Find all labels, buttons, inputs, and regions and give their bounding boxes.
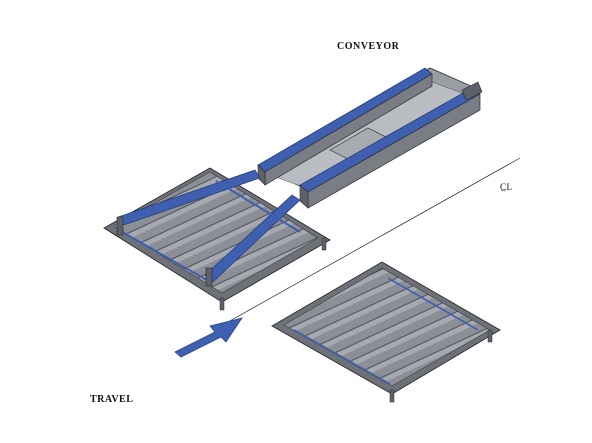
conveyor-label: CONVEYOR: [337, 41, 400, 52]
centerline: [227, 157, 521, 323]
grate-panel-left: [103, 167, 331, 311]
travel-arrow-icon: [174, 317, 243, 358]
conveyor-assembly: [257, 67, 483, 209]
grate-panel-right: [271, 261, 501, 403]
travel-label: TRAVEL: [90, 394, 134, 405]
centerline-label: C̲L: [500, 182, 513, 192]
